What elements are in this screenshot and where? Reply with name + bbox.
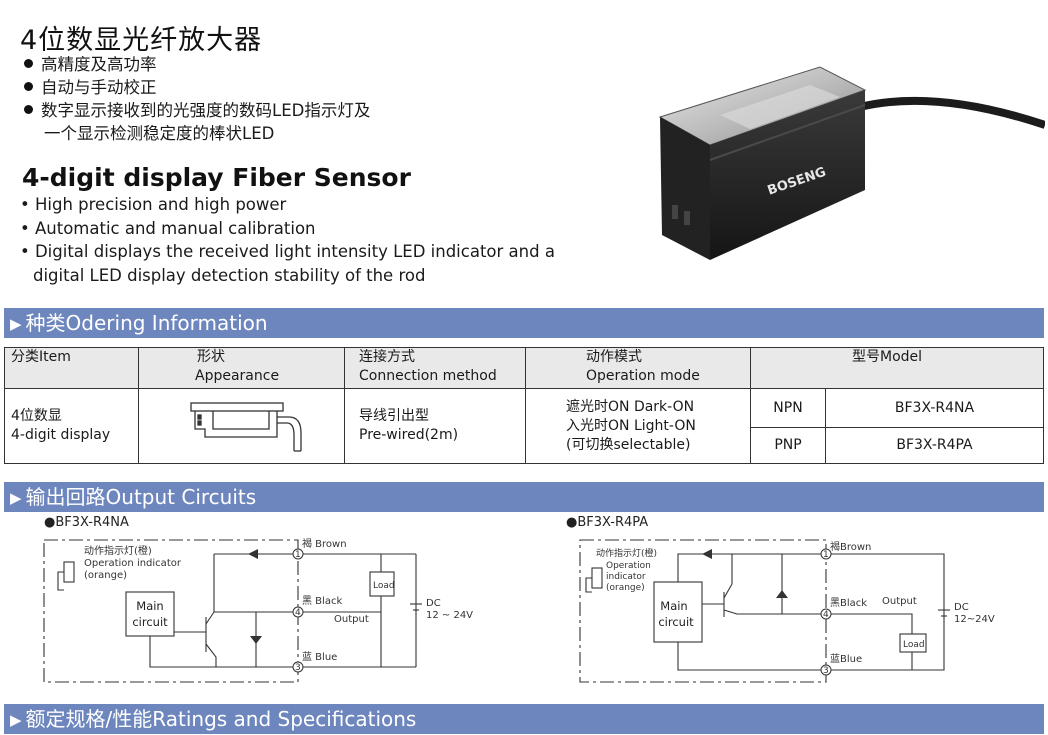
cell-appearance — [138, 388, 345, 464]
feature-item: 高精度及高功率 — [24, 53, 370, 76]
bullet-icon — [24, 105, 33, 114]
table-header-row: 分类Item 形状 Appearance 连接方式 Connection met… — [4, 347, 1044, 389]
cell-item: 4位数显 4-digit display — [4, 388, 139, 464]
svg-text:Main: Main — [136, 599, 163, 613]
page-title-cn: 4位数显光纤放大器 — [20, 25, 263, 56]
section-header-output: ▶输出回路Output Circuits — [4, 482, 1044, 512]
arrow-right-icon: ▶ — [10, 489, 22, 507]
circuit-title-npn: ●BF3X-R4NA — [44, 515, 129, 530]
zener-icon — [776, 590, 788, 598]
svg-text:蓝Blue: 蓝Blue — [830, 653, 862, 665]
ordering-table: 分类Item 形状 Appearance 连接方式 Connection met… — [4, 347, 1044, 465]
feature-list-en: • High precision and high power • Automa… — [20, 193, 555, 287]
cell-model: BF3X-R4PA — [825, 426, 1044, 465]
circuit-diagram-pnp: 1 4 3 动作指示灯(橙) Operation indicator (oran… — [579, 539, 995, 683]
svg-text:黑Black: 黑Black — [830, 597, 867, 609]
svg-text:褐Brown: 褐Brown — [830, 540, 871, 553]
svg-text:1: 1 — [295, 550, 301, 560]
zener-icon — [250, 636, 262, 644]
circuit-diagram-npn: 1 4 3 动作指示灯(橙) Operation indicator (oran… — [43, 537, 473, 683]
svg-text:(orange): (orange) — [84, 570, 127, 581]
section-header-ordering: ▶种类Odering Information — [4, 308, 1044, 338]
svg-text:(orange): (orange) — [606, 583, 645, 593]
svg-text:circuit: circuit — [658, 615, 694, 629]
device-front — [660, 117, 710, 260]
table-row: PNP BF3X-R4PA — [5, 426, 1044, 465]
svg-text:circuit: circuit — [132, 615, 168, 629]
cell-output-type: PNP — [750, 426, 826, 465]
bullet-icon — [24, 59, 33, 68]
arrow-right-icon: ▶ — [10, 711, 22, 729]
feature-item: 数字显示接收到的光强度的数码LED指示灯及 — [24, 99, 370, 122]
svg-text:黑 Black: 黑 Black — [302, 595, 342, 607]
cell-operation: 遮光时ON Dark-ON 入光时ON Light-ON (可切换selecta… — [525, 388, 751, 464]
cell-output-type: NPN — [750, 388, 826, 428]
feature-item-continued: 一个显示检测稳定度的棒状LED — [44, 124, 275, 143]
page-title-en: 4-digit display Fiber Sensor — [22, 163, 411, 192]
feature-item: • Automatic and manual calibration — [20, 218, 316, 238]
header-operation: 动作模式 Operation mode — [525, 347, 751, 389]
svg-text:Operation indicator: Operation indicator — [84, 558, 182, 569]
diode-icon — [248, 549, 258, 559]
feature-list-cn: 高精度及高功率 自动与手动校正 数字显示接收到的光强度的数码LED指示灯及 一个… — [24, 53, 370, 145]
section-header-ratings: ▶额定规格/性能Ratings and Specifications — [4, 704, 1044, 734]
header-appearance: 形状 Appearance — [138, 347, 345, 389]
arrow-right-icon: ▶ — [10, 315, 22, 333]
svg-text:Load: Load — [373, 581, 395, 591]
table-row: 4位数显 4-digit display 导线引出型 Pre-wired(2m) — [4, 388, 1044, 464]
svg-text:Main: Main — [660, 599, 687, 613]
svg-text:4: 4 — [823, 610, 829, 620]
circuit-title-pnp: ●BF3X-R4PA — [566, 515, 649, 530]
svg-text:Output: Output — [334, 614, 369, 625]
product-image: BOSENG — [658, 66, 1045, 260]
cell-model: BF3X-R4NA — [825, 388, 1044, 428]
svg-text:Operation: Operation — [606, 561, 651, 571]
svg-text:indicator: indicator — [606, 572, 646, 582]
svg-text:12 ~ 24V: 12 ~ 24V — [426, 610, 473, 621]
svg-text:3: 3 — [823, 666, 829, 676]
device-side — [710, 90, 865, 260]
bullet-icon — [24, 82, 33, 91]
svg-text:褐 Brown: 褐 Brown — [302, 537, 347, 550]
sensor-outline-icon — [190, 402, 302, 452]
svg-text:DC: DC — [954, 602, 969, 613]
svg-text:3: 3 — [295, 663, 301, 673]
feature-item: • Digital displays the received light in… — [20, 242, 555, 261]
feature-item: • High precision and high power — [20, 195, 287, 214]
diode-icon — [702, 549, 712, 559]
svg-text:动作指示灯(橙): 动作指示灯(橙) — [84, 544, 152, 557]
feature-item: 自动与手动校正 — [24, 76, 370, 99]
svg-text:12~24V: 12~24V — [954, 614, 995, 625]
header-item: 分类Item — [4, 347, 139, 389]
cable — [859, 96, 1045, 129]
svg-text:DC: DC — [426, 598, 441, 609]
svg-text:动作指示灯(橙): 动作指示灯(橙) — [596, 547, 657, 559]
svg-text:Output: Output — [882, 596, 917, 607]
header-connection: 连接方式 Connection method — [344, 347, 526, 389]
svg-text:蓝 Blue: 蓝 Blue — [302, 651, 337, 663]
cell-connection: 导线引出型 Pre-wired(2m) — [344, 388, 526, 464]
svg-text:4: 4 — [295, 608, 301, 618]
svg-text:1: 1 — [823, 550, 829, 560]
header-model: 型号Model — [750, 347, 1044, 389]
feature-item-continued: digital LED display detection stability … — [33, 265, 426, 285]
svg-text:Load: Load — [903, 640, 925, 650]
